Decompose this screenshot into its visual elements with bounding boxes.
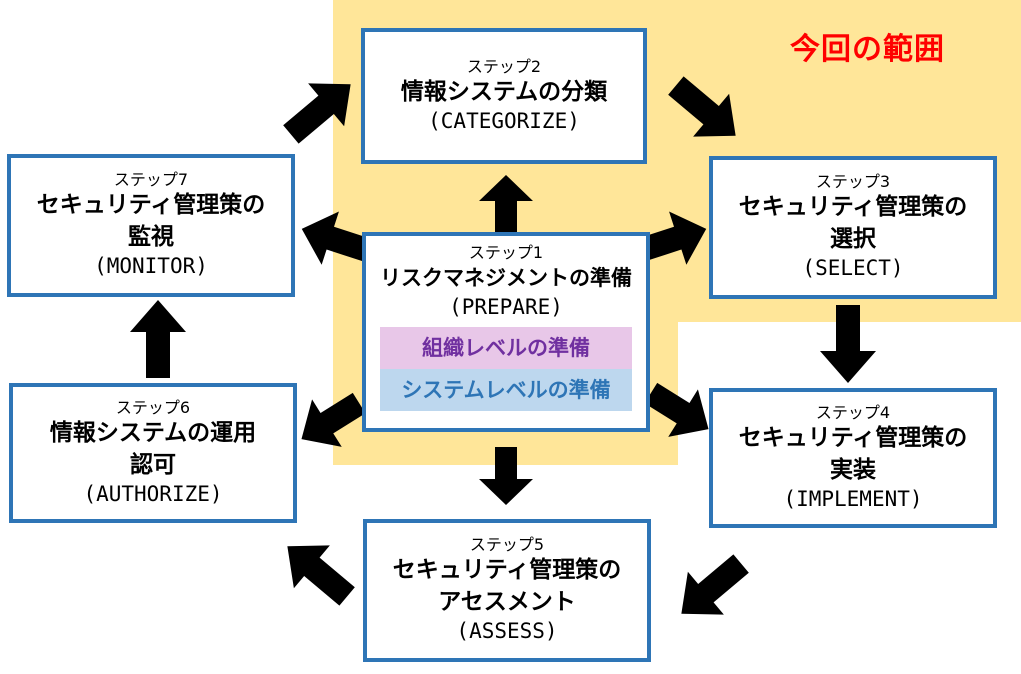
step3-box: ステップ3 セキュリティ管理策の 選択 (SELECT) <box>709 156 997 299</box>
arrow-step1-to-step2 <box>479 175 533 233</box>
arrow-step4-to-step5 <box>681 554 749 615</box>
step3-en: (SELECT) <box>802 256 904 280</box>
step1-box: ステップ1 リスクマネジメントの準備 (PREPARE) 組織レベルの準備 シス… <box>362 232 650 432</box>
step1-en: (PREPARE) <box>449 295 563 319</box>
arrow-step2-to-step3 <box>668 76 736 137</box>
step3-label: ステップ3 <box>815 172 891 191</box>
organization-level-band: 組織レベルの準備 <box>380 327 632 369</box>
step7-en: (MONITOR) <box>94 254 208 278</box>
step5-title-line1: セキュリティ管理策の <box>392 557 622 583</box>
step3-title-line1: セキュリティ管理策の <box>738 194 968 220</box>
step2-label: ステップ2 <box>466 56 542 76</box>
step4-en: (IMPLEMENT) <box>783 486 923 511</box>
system-level-band: システムレベルの準備 <box>380 369 632 411</box>
arrow-step1-to-step4 <box>644 382 709 437</box>
step6-title-line1: 情報システムの運用 <box>49 419 257 446</box>
step6-box: ステップ6 情報システムの運用 認可 (AUTHORIZE) <box>9 383 297 523</box>
step6-en: (AUTHORIZE) <box>83 481 223 506</box>
arrow-step5-to-step6 <box>287 545 355 606</box>
step6-title-line2: 認可 <box>130 451 176 478</box>
step1-title: リスクマネジメントの準備 <box>380 266 632 290</box>
step6-label: ステップ6 <box>115 397 191 417</box>
step3-title-line2: 選択 <box>830 226 876 252</box>
step4-title-line2: 実装 <box>830 456 876 483</box>
step1-label: ステップ1 <box>468 243 544 262</box>
step5-label: ステップ5 <box>469 535 545 554</box>
arrow-step1-to-step5 <box>479 447 533 505</box>
arrow-step1-to-step3 <box>637 211 707 265</box>
step7-box: ステップ7 セキュリティ管理策の 監視 (MONITOR) <box>7 154 295 297</box>
arrow-step7-to-step2 <box>283 83 351 144</box>
step4-box: ステップ4 セキュリティ管理策の 実装 (IMPLEMENT) <box>709 388 997 528</box>
step7-title-line2: 監視 <box>128 224 174 250</box>
step5-title-line2: アセスメント <box>438 589 576 615</box>
arrow-step1-to-step7 <box>301 211 371 265</box>
step4-title-line1: セキュリティ管理策の <box>738 424 968 451</box>
arrow-step3-to-step4 <box>820 305 876 383</box>
arrow-step6-to-step7 <box>130 300 186 378</box>
step2-en: (CATEGORIZE) <box>428 108 580 133</box>
scope-label: 今回の範囲 <box>790 32 945 67</box>
step2-box: ステップ2 情報システムの分類 (CATEGORIZE) <box>361 28 647 164</box>
step7-label: ステップ7 <box>113 170 189 189</box>
arrow-step1-to-step6 <box>301 392 366 447</box>
step5-box: ステップ5 セキュリティ管理策の アセスメント (ASSESS) <box>363 519 651 662</box>
step7-title-line1: セキュリティ管理策の <box>36 192 266 218</box>
step4-label: ステップ4 <box>815 402 891 422</box>
step5-en: (ASSESS) <box>456 619 558 643</box>
step2-title: 情報システムの分類 <box>400 78 608 105</box>
